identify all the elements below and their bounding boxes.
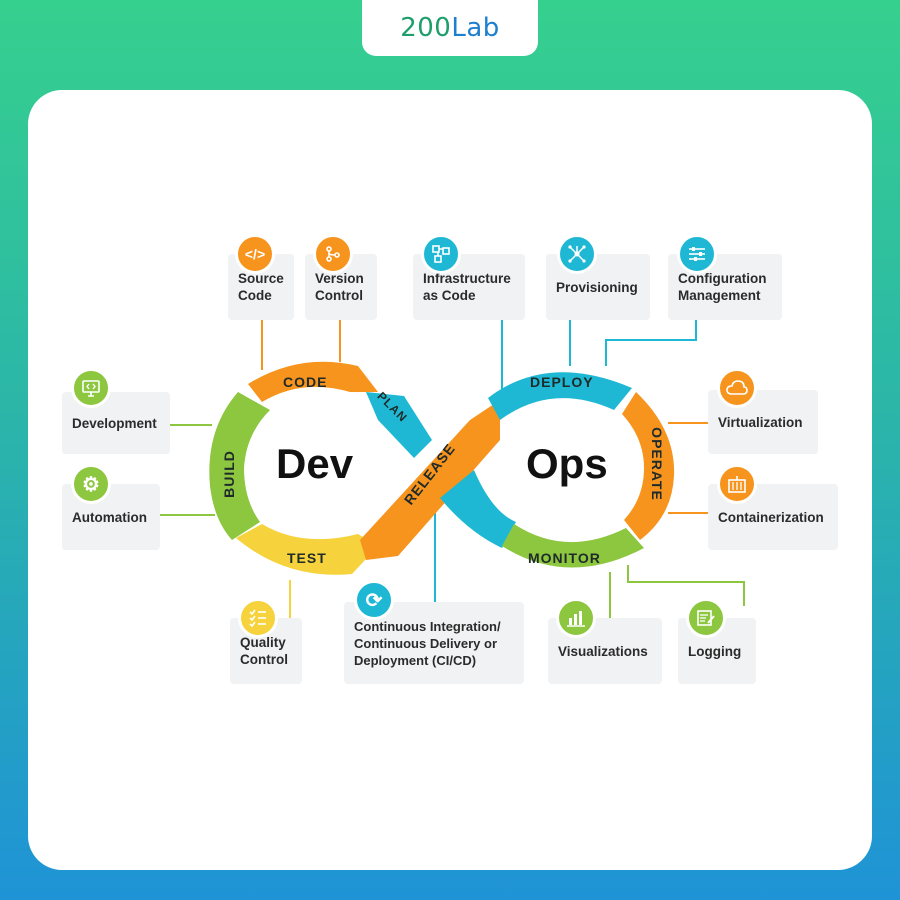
- edit-log-icon: [686, 598, 726, 638]
- ops-word: Ops: [526, 440, 608, 487]
- stage-label-monitor: MONITOR: [528, 550, 601, 566]
- git-branch-icon: [313, 234, 353, 274]
- connector-logging: [627, 565, 745, 606]
- cloud-icon: [717, 368, 757, 408]
- connector-config: [605, 320, 697, 366]
- segment-code: [248, 361, 378, 402]
- network-blocks-icon: [421, 234, 461, 274]
- segment-plan: [366, 392, 432, 458]
- item-version-control: Version Control: [305, 254, 377, 320]
- code-brackets-icon: </>: [235, 234, 275, 274]
- stage-label-code: CODE: [283, 374, 328, 390]
- sliders-icon: [677, 234, 717, 274]
- monitor-code-icon: [71, 368, 111, 408]
- stage-label-build: BUILD: [220, 450, 237, 498]
- segment-monitor: [502, 524, 644, 568]
- hub-nodes-icon: [557, 234, 597, 274]
- dev-word: Dev: [276, 440, 354, 487]
- gear-icon: ⚙: [71, 464, 111, 504]
- item-provisioning: Provisioning: [546, 254, 650, 320]
- checklist-icon: [238, 598, 278, 638]
- segment-build: [209, 392, 270, 540]
- brand-name: Lab: [451, 13, 500, 43]
- segment-operate: [622, 392, 675, 540]
- bar-chart-icon: [556, 598, 596, 638]
- segment-test: [236, 524, 378, 575]
- stage-label-operate: OPERATE: [648, 427, 665, 501]
- stage-label-test: TEST: [287, 550, 327, 566]
- connector-lines: [160, 320, 745, 618]
- brand-number: 200: [400, 13, 452, 43]
- segment-cross-under: [440, 470, 516, 548]
- item-source-code: Source Code: [228, 254, 294, 320]
- container-icon: [717, 464, 757, 504]
- segment-deploy: [488, 372, 632, 420]
- cycle-arrows-icon: ⟳: [354, 580, 394, 620]
- stage-label-deploy: DEPLOY: [530, 374, 594, 390]
- segment-release: [360, 400, 500, 560]
